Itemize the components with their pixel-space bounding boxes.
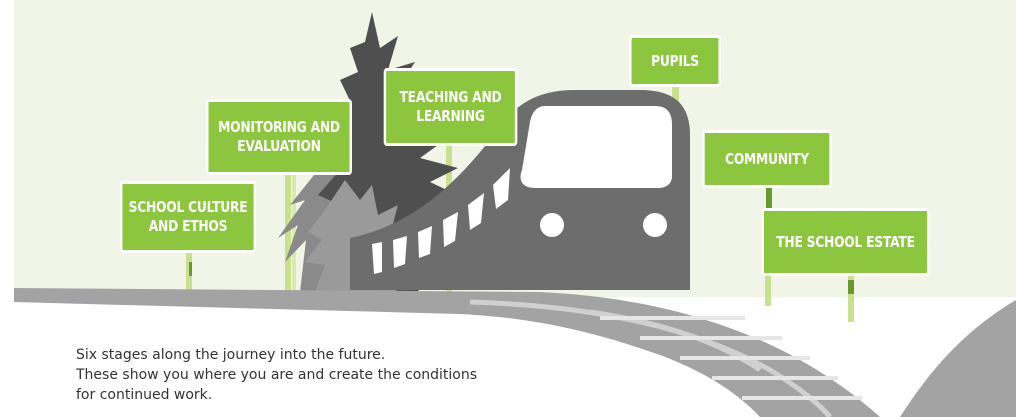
caption-line-2: These show you where you are and create …	[76, 367, 478, 383]
train-window	[443, 212, 458, 247]
stage-sign-school-culture: SCHOOL CULTURE AND ETHOS	[119, 181, 257, 253]
caption: Six stages along the journey into the fu…	[76, 345, 477, 405]
train-headlight-right	[643, 213, 667, 237]
train-icon	[350, 90, 690, 290]
rail-sleepers	[600, 316, 862, 400]
caption-line-3: for continued work.	[76, 387, 213, 403]
train-window	[418, 226, 432, 258]
train-window	[468, 193, 484, 230]
train-window	[393, 236, 407, 268]
post-estate-1	[765, 276, 771, 306]
train-window	[372, 242, 382, 274]
train-windows	[372, 168, 510, 274]
train-window	[493, 168, 510, 209]
train-headlight-left	[540, 213, 564, 237]
stage-sign-monitoring: MONITORING AND EVALUATION	[206, 99, 352, 175]
train-windshield	[520, 106, 672, 188]
post-estate-2	[848, 276, 854, 322]
post-school-culture-shade	[189, 262, 192, 276]
stage-sign-estate: THE SCHOOL ESTATE	[761, 208, 930, 276]
caption-line-1: Six stages along the journey into the fu…	[76, 347, 386, 363]
post-estate-2-shade	[848, 280, 854, 294]
stage-sign-pupils: PUPILS	[629, 35, 721, 87]
post-monitoring-2	[292, 175, 296, 291]
railway-track-icon	[14, 288, 1016, 417]
post-community	[766, 188, 772, 208]
stage-sign-community: COMMUNITY	[702, 130, 832, 188]
track-bottom-curve	[900, 300, 1016, 417]
stage-sign-teaching: TEACHING AND LEARNING	[383, 68, 518, 146]
post-monitoring	[285, 175, 291, 291]
track-ground	[14, 288, 880, 417]
